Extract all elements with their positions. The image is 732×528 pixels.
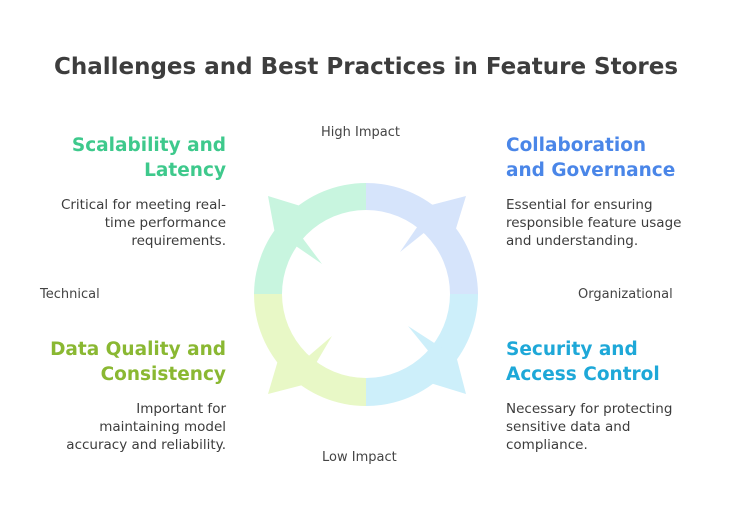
page-title: Challenges and Best Practices in Feature…: [53, 54, 679, 80]
desc-line: time performance: [104, 215, 226, 231]
quadrant-desc-data-quality: Important for maintaining model accuracy…: [6, 400, 226, 454]
heading-line: Consistency: [100, 364, 226, 385]
desc-line: Essential for ensuring: [506, 197, 653, 213]
desc-line: Critical for meeting real-: [60, 197, 226, 213]
axis-label-right: Organizational: [578, 287, 673, 302]
quadrant-heading-data-quality: Data Quality and Consistency: [6, 337, 226, 387]
desc-line: requirements.: [131, 233, 226, 249]
quadrant-desc-scalability: Critical for meeting real- time performa…: [6, 196, 226, 250]
desc-line: accuracy and reliability.: [66, 437, 226, 453]
desc-line: responsible feature usage: [506, 215, 682, 231]
heading-line: Data Quality and: [50, 339, 226, 360]
desc-line: compliance.: [506, 437, 588, 453]
desc-line: and understanding.: [506, 233, 639, 249]
cycle-arrow-bottom-left: [268, 336, 332, 394]
quadrant-desc-security: Necessary for protecting sensitive data …: [506, 400, 726, 454]
cycle-segment-top-right: [366, 183, 478, 294]
cycle-arrow-bottom-right: [408, 326, 466, 394]
heading-line: Security and: [506, 339, 638, 360]
heading-line: Collaboration: [506, 135, 647, 156]
heading-line: Access Control: [506, 364, 660, 385]
cycle-segment-top-left: [254, 183, 366, 294]
cycle-arrow-top-right: [400, 196, 466, 252]
cycle-segment-bottom-right: [366, 294, 478, 406]
desc-line: sensitive data and: [506, 419, 631, 435]
cycle-segment-bottom-left: [254, 294, 366, 406]
desc-line: Necessary for protecting: [506, 401, 673, 417]
quadrant-heading-security: Security and Access Control: [506, 337, 726, 387]
desc-line: maintaining model: [99, 419, 226, 435]
heading-line: Scalability and: [71, 135, 226, 156]
heading-line: Latency: [144, 160, 226, 181]
quadrant-heading-scalability: Scalability and Latency: [6, 133, 226, 183]
axis-label-left: Technical: [40, 287, 100, 302]
heading-line: and Governance: [506, 160, 676, 181]
quadrant-heading-collaboration: Collaboration and Governance: [506, 133, 726, 183]
cycle-arrow-top-left: [268, 196, 322, 264]
desc-line: Important for: [136, 401, 226, 417]
axis-label-top: High Impact: [321, 125, 400, 140]
quadrant-desc-collaboration: Essential for ensuring responsible featu…: [506, 196, 726, 250]
axis-label-bottom: Low Impact: [322, 450, 397, 465]
